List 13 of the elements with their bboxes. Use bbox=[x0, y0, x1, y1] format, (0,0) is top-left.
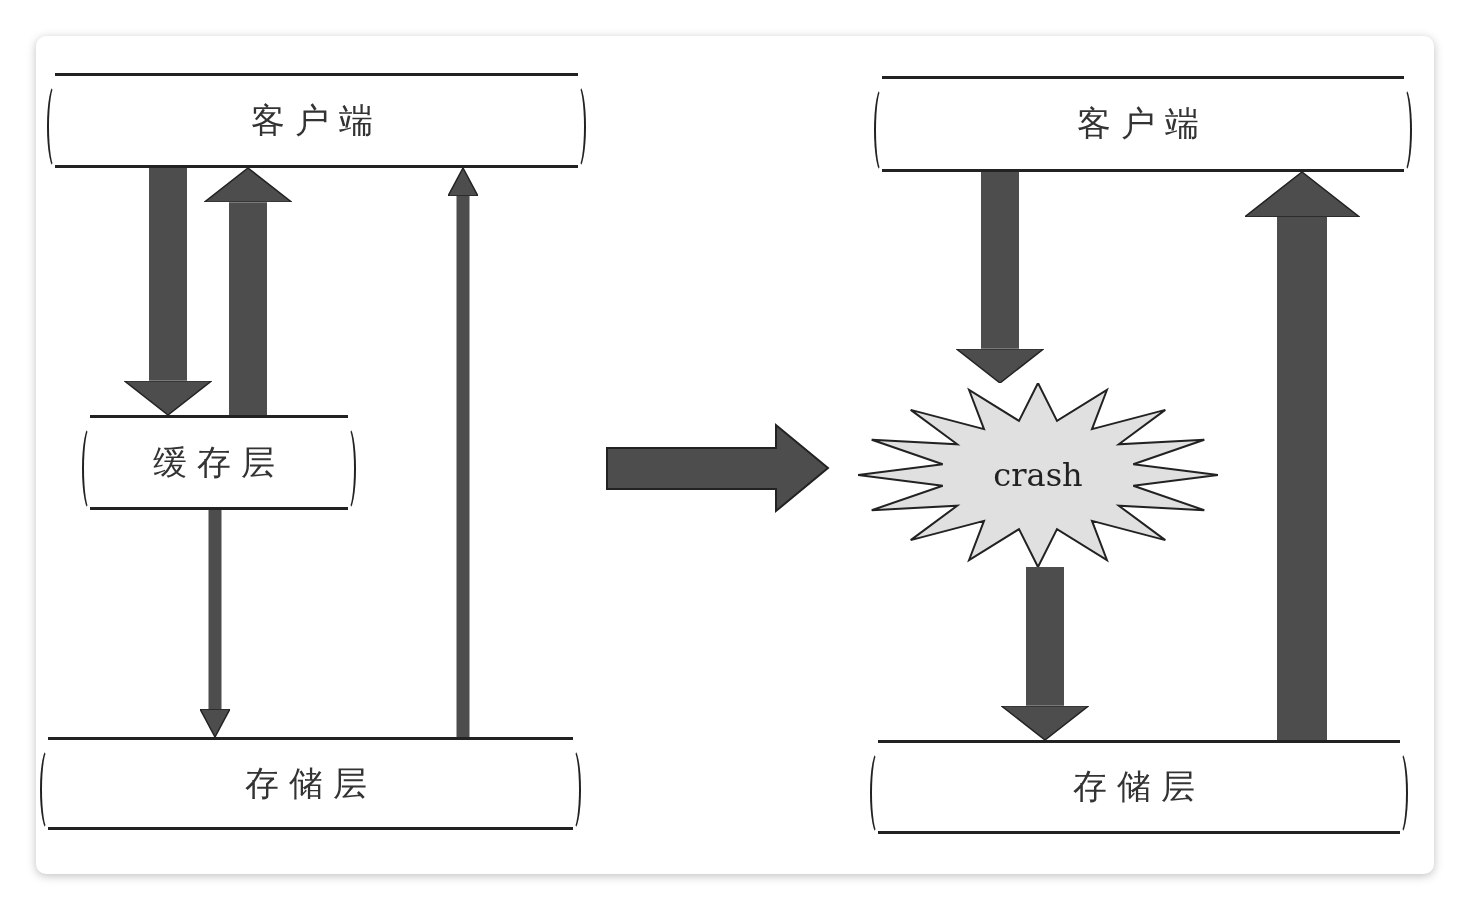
layer-label: 客户端 bbox=[1077, 102, 1209, 145]
crash-label: crash bbox=[993, 456, 1083, 494]
layer-label: 存储层 bbox=[1073, 765, 1205, 808]
arrow bbox=[955, 172, 1045, 384]
crash-starburst bbox=[858, 383, 1218, 567]
arrow bbox=[1243, 171, 1361, 740]
layer-label: 客户端 bbox=[250, 98, 383, 142]
layer-label: 缓存层 bbox=[153, 440, 285, 484]
layer-label: 存储层 bbox=[244, 761, 377, 805]
arrow bbox=[123, 168, 213, 416]
arrow bbox=[203, 167, 293, 415]
arrow bbox=[199, 510, 231, 738]
arrow bbox=[447, 167, 479, 737]
